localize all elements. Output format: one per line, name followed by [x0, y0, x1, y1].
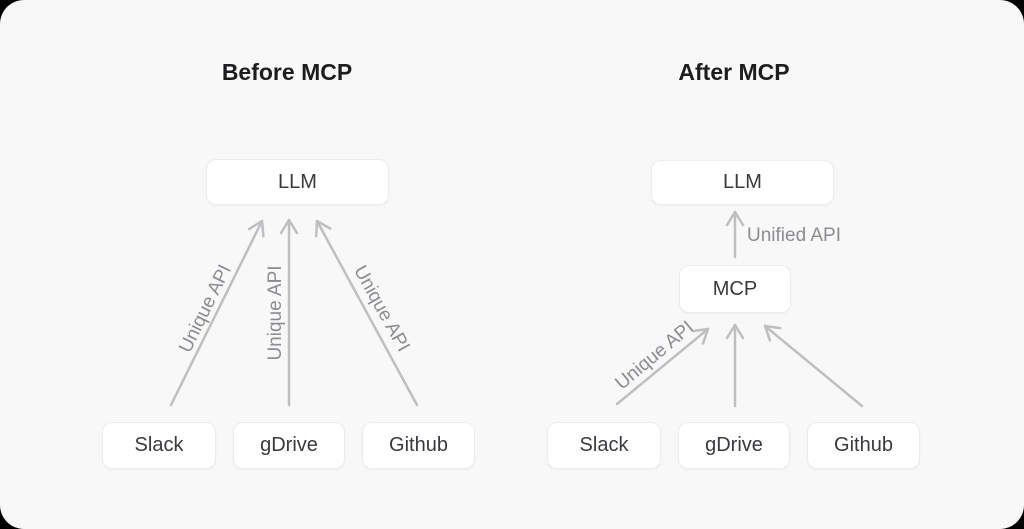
- before-unique-api-label-left: Unique API: [175, 261, 236, 357]
- after-gdrive-node: gDrive: [678, 422, 790, 469]
- before-llm-node: LLM: [206, 159, 389, 205]
- after-slack-node: Slack: [547, 422, 661, 469]
- before-unique-api-label-middle: Unique API: [265, 265, 286, 361]
- before-unique-api-label-right: Unique API: [349, 262, 414, 356]
- after-mcp-title: After MCP: [678, 59, 790, 85]
- before-github-node: Github: [362, 422, 475, 469]
- after-mcp-node: MCP: [679, 265, 791, 313]
- before-gdrive-node: gDrive: [233, 422, 345, 469]
- arrow-before-slack-to-llm: [169, 219, 265, 407]
- after-unique-api-label: Unique API: [611, 317, 698, 395]
- before-mcp-title: Before MCP: [221, 59, 353, 85]
- after-llm-node: LLM: [651, 160, 834, 205]
- arrow-after-github-to-mcp: [763, 324, 864, 408]
- after-unified-api-label: Unified API: [747, 225, 841, 246]
- arrow-before-github-to-llm: [314, 219, 419, 407]
- before-slack-node: Slack: [102, 422, 216, 469]
- after-github-node: Github: [807, 422, 920, 469]
